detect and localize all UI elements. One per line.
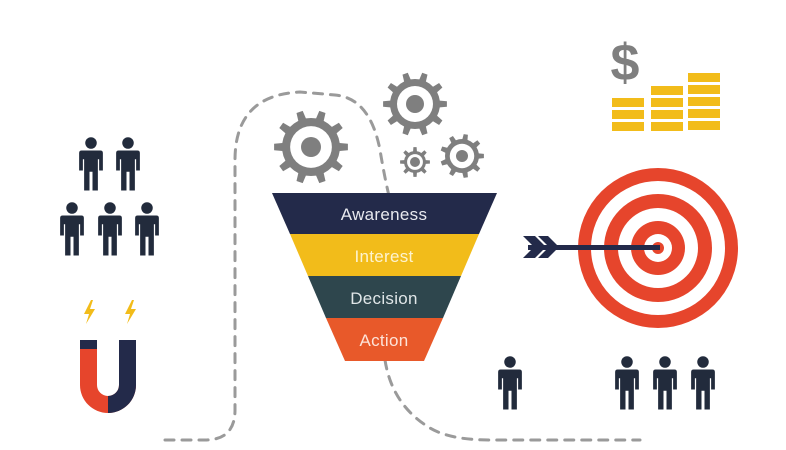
funnel-label-awareness: Awareness	[341, 205, 428, 224]
dollar-sign-icon: $	[611, 34, 640, 92]
coin	[688, 73, 720, 82]
coin	[651, 122, 683, 131]
funnel-label-action: Action	[359, 331, 408, 350]
dashed-path-bottom	[383, 358, 642, 442]
coin	[688, 85, 720, 94]
coin	[651, 86, 683, 95]
funnel-stage-decision	[308, 276, 461, 318]
person-icon	[98, 202, 122, 256]
gears-group	[274, 72, 484, 184]
dashed-path	[163, 90, 392, 442]
coin	[612, 110, 644, 119]
funnel: Awareness Interest Decision Action	[272, 193, 497, 361]
coin	[688, 97, 720, 106]
person-icon	[79, 137, 103, 191]
arrow-icon	[523, 236, 660, 258]
lightning-icon	[125, 300, 136, 324]
funnel-label-decision: Decision	[350, 289, 418, 308]
funnel-label-interest: Interest	[354, 247, 413, 266]
funnel-stage-interest	[290, 234, 479, 276]
gear-icon	[440, 134, 484, 178]
lightning-icon	[84, 300, 95, 324]
funnel-stage-awareness	[272, 193, 497, 234]
person-icon	[498, 356, 522, 410]
coin	[688, 121, 720, 130]
person-icon	[135, 202, 159, 256]
person-icon	[653, 356, 677, 410]
gear-icon	[274, 110, 348, 184]
coin	[651, 98, 683, 107]
svg-text:$: $	[611, 34, 640, 92]
coin-stacks-icon	[612, 73, 720, 131]
coin	[612, 98, 644, 107]
person-icon	[60, 202, 84, 256]
coin	[688, 109, 720, 118]
magnet-icon	[80, 340, 136, 413]
coin	[612, 122, 644, 131]
gear-icon	[383, 72, 447, 136]
person-icon	[691, 356, 715, 410]
person-icon	[116, 137, 140, 191]
person-icon	[615, 356, 639, 410]
funnel-stage-action	[326, 318, 443, 361]
gear-icon	[400, 147, 430, 177]
coin	[651, 110, 683, 119]
